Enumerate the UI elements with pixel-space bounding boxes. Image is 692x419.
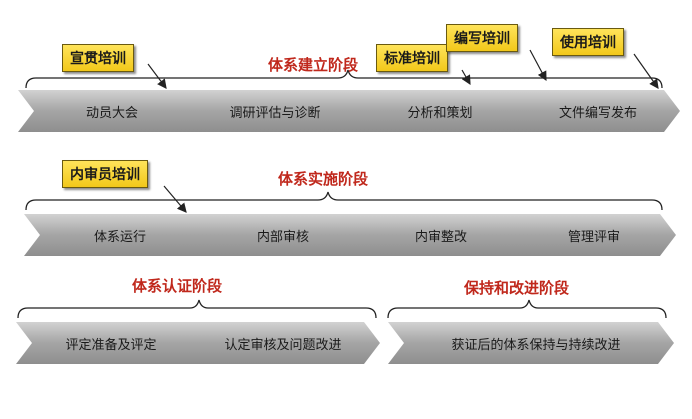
step-label: 管理评审 — [567, 229, 620, 245]
step-assessment-prep: 评定准备及评定 — [16, 322, 196, 364]
arrow-writing-training — [529, 49, 547, 82]
phase-title-implement: 体系实施阶段 — [278, 170, 369, 188]
tag-auditor-training: 内审员培训 — [62, 160, 148, 188]
step-document-release: 文件编写发布 — [506, 90, 680, 132]
bracket-certify — [17, 299, 377, 319]
phase-title-maintain: 保持和改进阶段 — [464, 279, 570, 297]
step-label: 评定准备及评定 — [65, 337, 157, 353]
step-label: 体系运行 — [93, 229, 146, 245]
tag-usage-training: 使用培训 — [552, 28, 624, 56]
step-audit-rectification: 内审整改 — [350, 214, 522, 256]
step-certification-audit: 认定审核及问题改进 — [176, 322, 380, 364]
step-survey-diagnosis: 调研评估与诊断 — [176, 90, 364, 132]
step-system-operation: 体系运行 — [24, 214, 206, 256]
arrow-consistent-training — [147, 63, 167, 89]
tag-writing-training: 编写培训 — [446, 24, 518, 52]
step-label: 认定审核及问题改进 — [224, 337, 342, 353]
step-label: 内部审核 — [256, 229, 309, 245]
step-label: 内审整改 — [414, 229, 467, 245]
step-label: 获证后的体系保持与持续改进 — [451, 337, 621, 353]
phase-title-certify: 体系认证阶段 — [132, 277, 223, 295]
phase-title-build: 体系建立阶段 — [268, 56, 359, 74]
arrow-standard-training — [461, 69, 471, 86]
tag-consistent-training: 宣贯培训 — [62, 44, 134, 72]
step-analysis-planning: 分析和策划 — [344, 90, 526, 132]
step-maintain-improve: 获证后的体系保持与持续改进 — [388, 322, 674, 364]
step-label: 文件编写发布 — [558, 105, 637, 121]
step-internal-audit: 内部审核 — [186, 214, 370, 256]
step-management-review: 管理评审 — [502, 214, 676, 256]
bracket-implement — [25, 191, 663, 211]
step-label: 分析和策划 — [407, 105, 473, 121]
step-label: 调研评估与诊断 — [229, 105, 321, 121]
arrow-usage-training — [633, 53, 659, 89]
tag-standard-training: 标准培训 — [376, 44, 448, 72]
step-label: 动员大会 — [85, 105, 138, 121]
step-mobilization-meeting: 动员大会 — [18, 90, 196, 132]
bracket-maintain — [387, 299, 667, 319]
arrow-auditor-training — [163, 185, 187, 213]
